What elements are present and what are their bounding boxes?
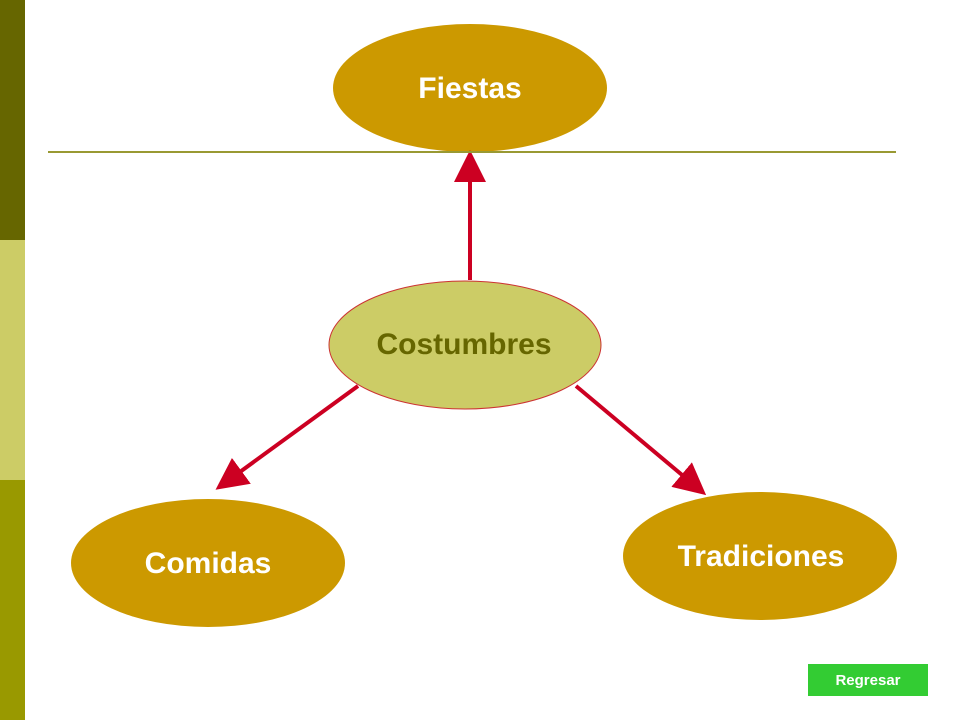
sidebar-stripe-middle <box>0 240 25 480</box>
arrow-to-tradiciones <box>574 384 707 496</box>
node-costumbres-shape <box>328 280 602 410</box>
node-comidas-shape <box>71 499 345 627</box>
arrow-to-comidas <box>215 384 360 490</box>
sidebar-stripe-bottom <box>0 480 25 720</box>
sidebar-stripe-top <box>0 0 25 240</box>
node-fiestas-shape <box>333 24 607 152</box>
node-tradiciones-shape <box>623 492 897 620</box>
back-button[interactable]: Regresar <box>808 664 928 696</box>
horizontal-rule <box>48 151 896 153</box>
